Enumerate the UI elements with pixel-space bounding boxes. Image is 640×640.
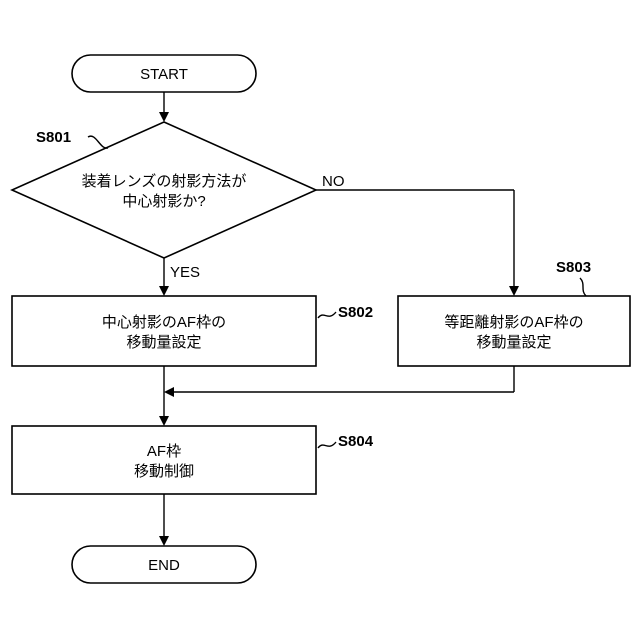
process-s802 — [12, 296, 316, 366]
leader-s801 — [88, 136, 108, 148]
decision-line1: 装着レンズの射影方法が — [82, 173, 247, 190]
s804-line1: AF枠 — [147, 443, 181, 460]
s803-line1: 等距離射影のAF枠の — [444, 313, 583, 331]
s802-line1: 中心射影のAF枠の — [102, 314, 226, 331]
end-label: END — [148, 557, 180, 574]
s802-line2: 移動量設定 — [126, 334, 201, 351]
leader-s803 — [580, 278, 586, 296]
arrowhead-decision — [159, 112, 169, 122]
step-label-s802: S802 — [338, 304, 373, 321]
arrowhead-end — [159, 536, 169, 546]
arrowhead-merge — [164, 387, 174, 397]
yes-label: YES — [170, 264, 200, 281]
decision-line2: 中心射影か? — [122, 193, 205, 210]
arrowhead-s803 — [509, 286, 519, 296]
start-label: START — [140, 66, 188, 83]
process-s804 — [12, 426, 316, 494]
step-label-s804: S804 — [338, 433, 374, 450]
s804-line2: 移動制御 — [134, 463, 194, 480]
leader-s802 — [318, 312, 336, 318]
leader-s804 — [318, 442, 336, 448]
s803-line2: 移動量設定 — [476, 334, 551, 351]
arrowhead-s804 — [159, 416, 169, 426]
no-label: NO — [322, 173, 345, 190]
step-label-s803: S803 — [556, 259, 591, 276]
process-s803 — [398, 296, 630, 366]
step-label-s801: S801 — [36, 129, 71, 146]
arrowhead-s802 — [159, 286, 169, 296]
